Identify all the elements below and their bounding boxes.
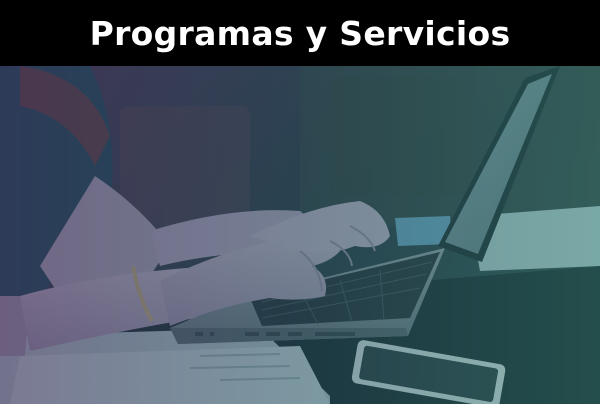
laptop-typing-photo — [0, 66, 600, 404]
photo-illustration — [0, 66, 600, 404]
banner-title: Programas y Servicios — [89, 13, 511, 53]
title-bar: Programas y Servicios — [0, 0, 600, 66]
